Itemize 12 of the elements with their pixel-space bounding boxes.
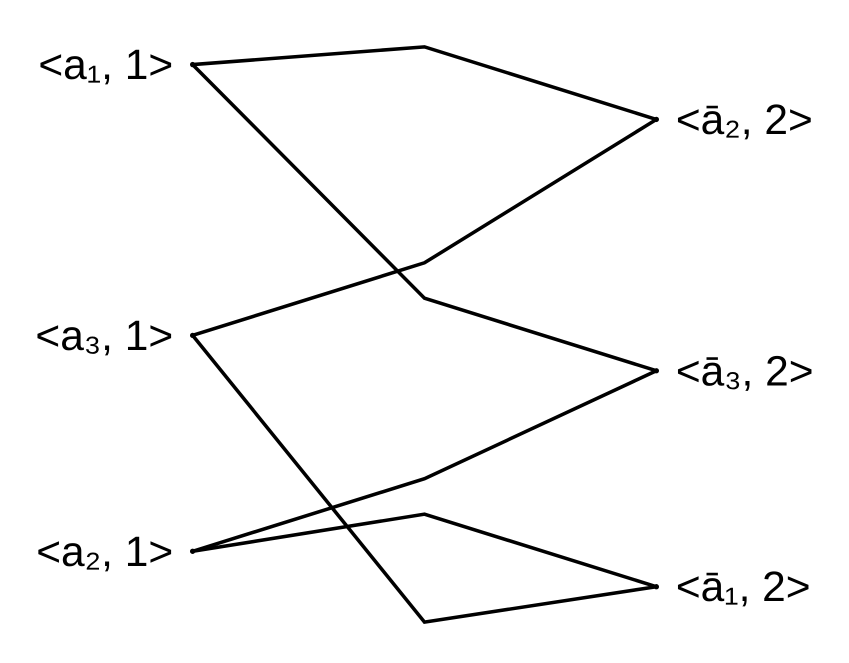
node-label: <ā₃, 2>	[676, 347, 814, 394]
dot	[654, 116, 660, 122]
dot	[190, 332, 196, 338]
node-label: <a₃, 1>	[35, 312, 174, 359]
node-label: <ā₁, 2>	[676, 563, 811, 610]
dot	[190, 548, 196, 554]
node-label: <a₁, 1>	[38, 41, 174, 88]
dot	[190, 62, 196, 68]
node-label: <a₂, 1>	[36, 528, 174, 575]
node-label: <ā₂, 2>	[676, 96, 813, 143]
dot	[654, 584, 660, 590]
dot	[654, 368, 660, 374]
